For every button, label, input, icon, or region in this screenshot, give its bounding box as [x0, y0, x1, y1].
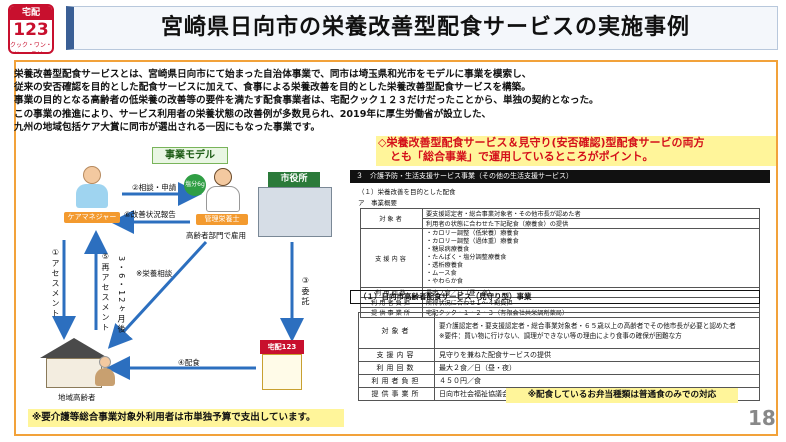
shop-body: [262, 354, 302, 390]
page-title: 宮崎県日向市の栄養改善型配食サービスの実施事例: [160, 15, 690, 40]
house-wall: [46, 358, 102, 388]
key-point-line: とも「総合事業」で運用しているところがポイント。: [390, 150, 654, 163]
care-manager-label: ケアマネジャー: [64, 212, 120, 223]
house-roof: [40, 338, 108, 358]
doc-subheading: （１）栄養改善を目的とした配食: [358, 188, 456, 196]
intro-line: 九州の地域包括ケア大賞に同市が選出される一因にもなった事業です。: [14, 121, 321, 133]
row-key: 提供事業所: [358, 387, 435, 401]
row-value: 見守りを兼ねた配食サービスの提供: [434, 348, 760, 362]
row-value: ４５０円／食: [434, 374, 760, 388]
person-body: [76, 184, 108, 208]
budget-note: ※要介護等総合事業対象外利用者は市単独予算で支出しています。: [28, 409, 344, 427]
step-delivery-label: ④配食: [178, 358, 200, 367]
doc-subheading: ア 事業概要: [358, 199, 397, 207]
step-assessment-label: ①アセスメント: [51, 248, 60, 319]
model-label: 事業モデル: [152, 147, 228, 164]
row-key: 支援内容: [358, 348, 435, 362]
person-body: [206, 186, 240, 212]
care-manager-figure: [70, 166, 114, 210]
dietitian-label: 管理栄養士: [196, 214, 248, 225]
person-body: [95, 368, 115, 386]
row-key: 支援内容: [360, 228, 423, 288]
table-row: 対象者 要支援認定者・総合事業対象者・その他市長が認めた者: [360, 208, 760, 229]
row-value: 最大２食／日（昼・夜）: [434, 361, 760, 375]
dietitian-note: 高齢者部門で雇用: [186, 231, 246, 240]
table-row: 支援内容 ・カロリー調整（低栄養）療養食 ・カロリー調整（過体重）療養食 ・糖尿…: [360, 228, 760, 288]
person-head: [83, 166, 101, 184]
table-row: 対象者 要介護認定者・要支援認定者・総合事業対象者・６５歳以上の高齢者でその他市…: [358, 312, 760, 349]
salt-badge: 塩分6g: [184, 174, 206, 196]
logo-main-text: 123: [13, 20, 49, 40]
intro-text: 栄養改善型配食サービスとは、宮崎県日向市にて始まった自治体事業で、同市は埼玉県和…: [14, 68, 614, 134]
title-bar: 宮崎県日向市の栄養改善型配食サービスの実施事例: [66, 6, 778, 50]
step-reassessment-months: 3・6・12ヶ月後: [117, 256, 126, 335]
watch-service-heading: （１）日向市高齢者配食サービス（見守り型）事業: [350, 290, 760, 304]
watch-service-table: 対象者 要介護認定者・要支援認定者・総合事業対象者・６５歳以上の高齢者でその他市…: [358, 312, 760, 401]
row-value-line: ・たんぱく・塩分調整療養食: [426, 254, 507, 261]
doc-header: ３ 介護予防・生活支援サービス事業（その他の生活支援サービス）: [350, 170, 770, 183]
delivery-shop: 宅配123: [260, 340, 304, 390]
city-hall-sign: 市役所: [268, 172, 320, 187]
dietitian-figure: [198, 166, 248, 212]
row-key: 対象者: [360, 208, 423, 229]
row-key: 利用者負担: [358, 374, 435, 388]
row-value-line: ・透析療養食: [426, 262, 464, 269]
step-delegate-label: ③委託: [301, 276, 310, 307]
step-reassessment-label: ⑤再アセスメント: [101, 252, 110, 333]
row-value-line: ・糖尿病療養食: [426, 246, 470, 253]
key-point-box: ◇栄養改善型配食サービス＆見守り(安否確認)型配食サービの両方 とも「総合事業」…: [376, 136, 776, 166]
logo-top-text: 宅配: [10, 6, 52, 20]
intro-line: 栄養改善型配食サービスとは、宮崎県日向市にて始まった自治体事業で、同市は埼玉県和…: [14, 69, 532, 80]
elderly-figure: [92, 356, 118, 386]
row-value-line: ・カロリー調整（過体重）療養食: [426, 238, 519, 245]
person-head: [214, 168, 232, 186]
step-report-label: ⑥改善状況報告: [124, 210, 176, 219]
page-number: 18: [748, 406, 776, 430]
row-key: 利用回数: [358, 361, 435, 375]
key-point-line: ◇栄養改善型配食サービス＆見守り(安否確認)型配食サービの両方: [378, 136, 705, 149]
city-hall-body: [258, 187, 332, 237]
nutrition-consult-label: ※栄養相談: [136, 269, 173, 278]
meal-note: ※配食しているお弁当種類は普通食のみでの対応: [506, 388, 738, 403]
logo-bottom-text: クック・ワン・ツー・スリー: [10, 42, 52, 52]
intro-line: 従来の安否確認を目的とした配食サービスに加えて、食事による栄養改善を目的とした栄…: [14, 82, 531, 94]
intro-line: この事業の推進により、サービス利用者の栄養状態の改善例が多数見られ、2019年に…: [14, 108, 492, 120]
row-key: 対象者: [358, 312, 435, 349]
row-value: 利用者の状態に合わせた下記配食（療養食）の提供: [422, 218, 760, 229]
table-row: 利用回数 最大２食／日（昼・夜）: [358, 361, 760, 375]
city-hall-building: 市役所: [254, 172, 336, 238]
step-consult-label: ②相談・申請: [132, 183, 177, 192]
table-row: 利用者負担 ４５０円／食: [358, 374, 760, 388]
row-value: 要介護認定者・要支援認定者・総合事業対象者・６５歳以上の高齢者でその他市長が必要…: [434, 312, 760, 349]
row-value: ・カロリー調整（低栄養）療養食 ・カロリー調整（過体重）療養食 ・糖尿病療養食 …: [422, 228, 760, 288]
row-value-line: ・カロリー調整（低栄養）療養食: [426, 230, 519, 237]
row-value: 要支援認定者・総合事業対象者・その他市長が認めた者: [422, 208, 760, 219]
intro-line: 事業の目的となる高齢者の低栄養の改善等の要件を満たす配食事業者は、宅配クック１２…: [14, 95, 599, 107]
table-row: 支援内容 見守りを兼ねた配食サービスの提供: [358, 348, 760, 362]
elderly-label: 地域高齢者: [58, 393, 96, 402]
company-logo: 宅配 123 クック・ワン・ツー・スリー: [8, 4, 54, 54]
row-value-line: ・やわらか食: [426, 278, 464, 285]
row-value-line: 要介護認定者・要支援認定者・総合事業対象者・６５歳以上の高齢者でその他市長が必要…: [439, 321, 736, 330]
arrow-nutrition: [107, 240, 208, 349]
person-head: [99, 356, 111, 368]
shop-sign: 宅配123: [260, 340, 304, 354]
row-value-line: ※要件：買い物に行けない、調理ができない等の理由により食事の確保が困難な方: [439, 331, 682, 340]
elderly-house: [40, 338, 108, 388]
row-value-line: ・ムース食: [426, 270, 457, 277]
